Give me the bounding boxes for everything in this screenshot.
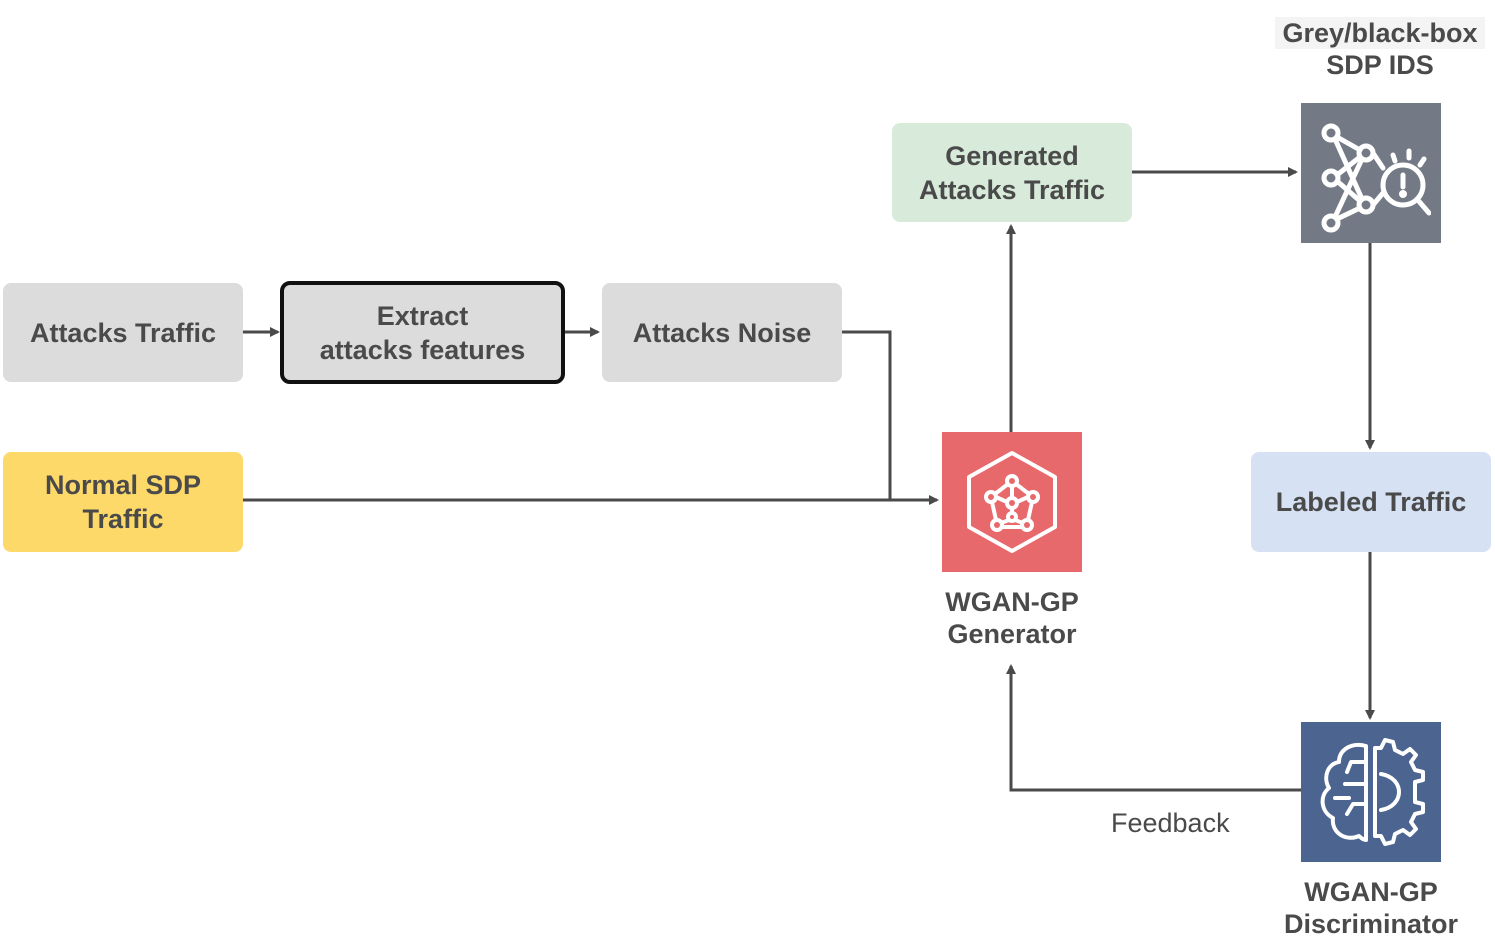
edge-noise-to-generator — [842, 330, 892, 500]
labeled-traffic-node: Labeled Traffic — [1251, 452, 1491, 552]
generator-label: WGAN-GP Generator — [945, 587, 1079, 649]
attacks-traffic-label: Attacks Traffic — [29, 317, 217, 348]
discriminator-tile — [1301, 722, 1441, 862]
labeled-traffic-label: Labeled Traffic — [1275, 487, 1467, 517]
feedback-label: Feedback — [1111, 808, 1230, 838]
brain-gear-icon — [1320, 738, 1425, 846]
attacks-traffic-node: Attacks Traffic — [3, 283, 243, 382]
discriminator-label: WGAN-GP Discriminator — [1283, 877, 1459, 939]
edge-feedback — [1006, 664, 1301, 792]
ids-tile — [1301, 103, 1441, 243]
ids-label: Grey/black-box SDP IDS — [1275, 17, 1485, 81]
attacks-noise-label: Attacks Noise — [632, 317, 812, 348]
extract-features-text: Extract attacks features — [319, 300, 526, 365]
neural-network-hexagon-icon — [967, 451, 1057, 553]
generated-traffic-text: Generated Attacks Traffic — [918, 140, 1106, 205]
attacks-noise-node: Attacks Noise — [602, 283, 842, 382]
normal-traffic-node: Normal SDP Traffic — [3, 452, 243, 552]
normal-traffic-text: Normal SDP Traffic — [44, 470, 202, 534]
generator-tile — [942, 432, 1082, 572]
extract-features-node: Extract attacks features — [280, 281, 565, 384]
neural-network-inspection-icon — [1321, 123, 1431, 233]
generated-traffic-node: Generated Attacks Traffic — [892, 123, 1132, 222]
